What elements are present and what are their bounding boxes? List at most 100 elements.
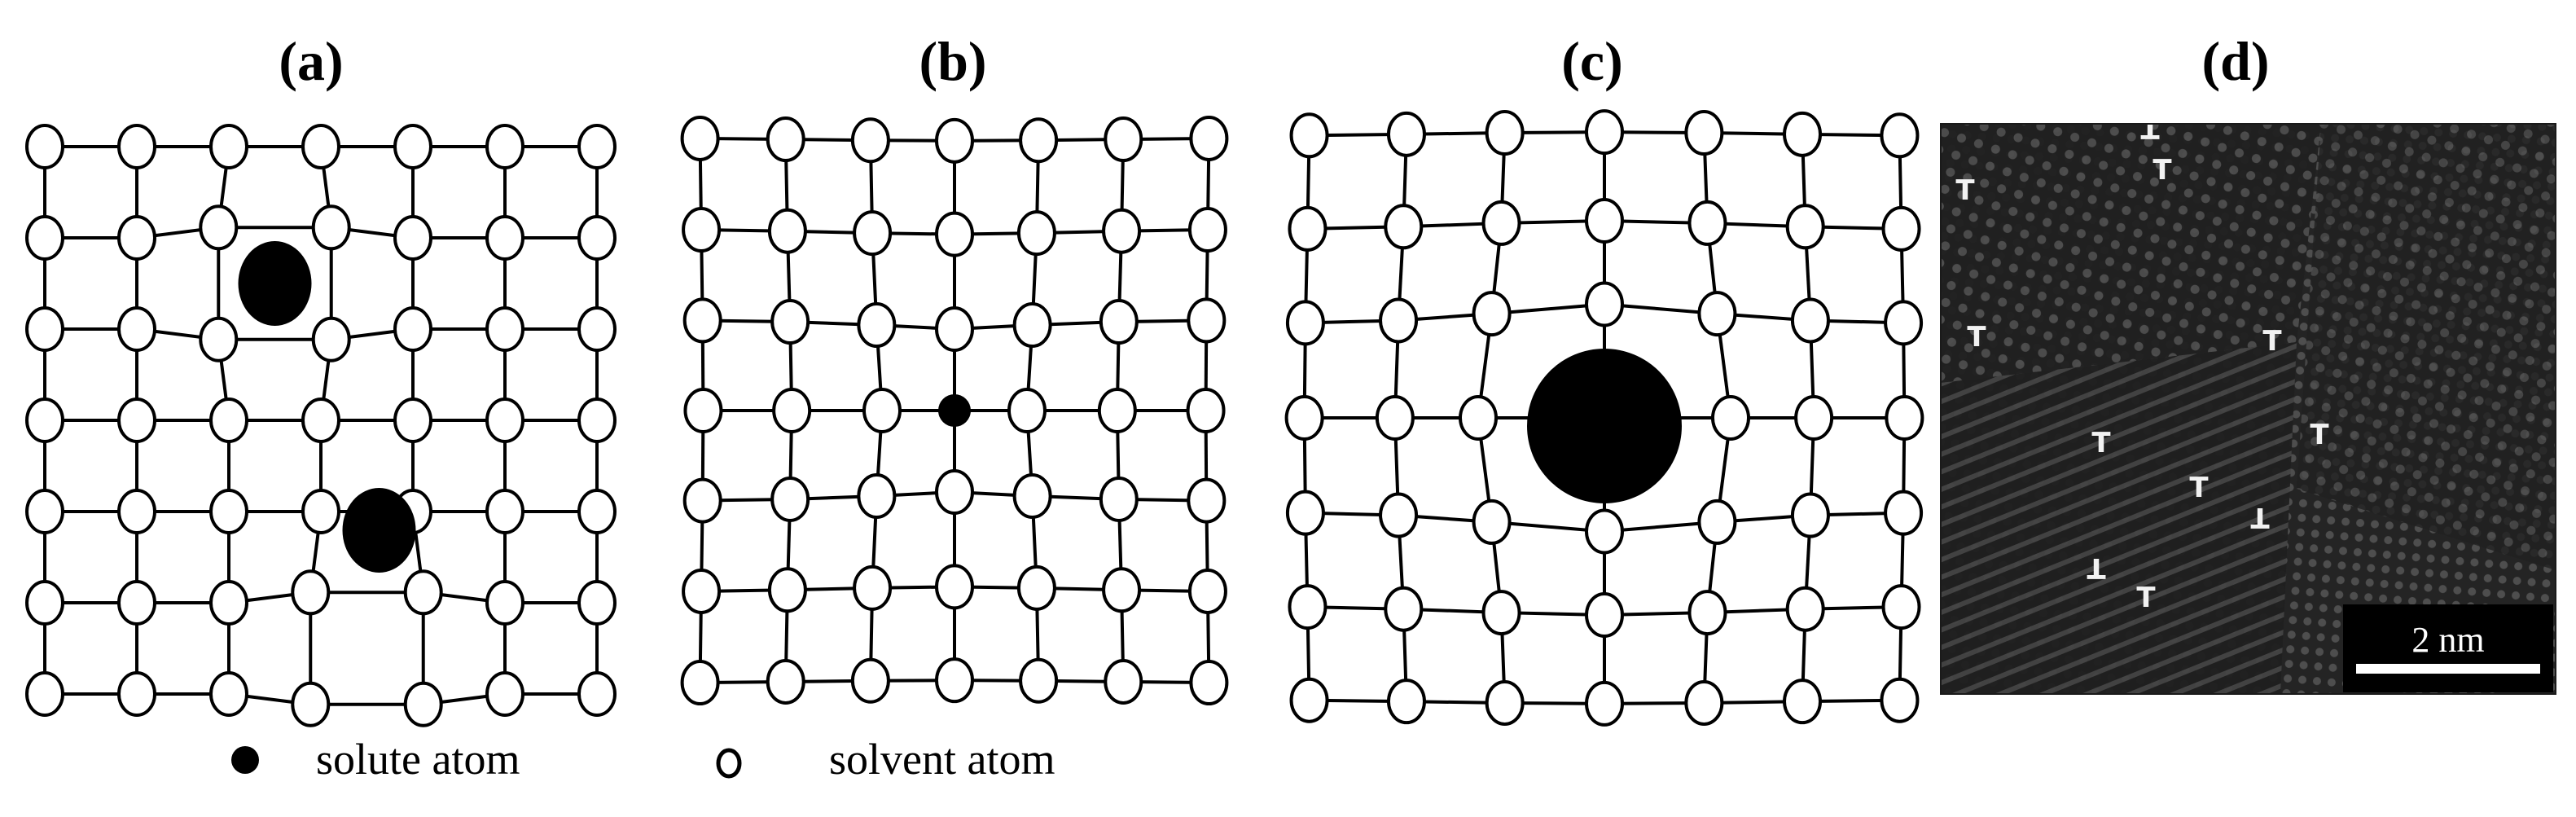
solvent-atom bbox=[577, 398, 617, 443]
solvent-atom bbox=[117, 124, 156, 169]
solvent-atom bbox=[1585, 109, 1624, 156]
solvent-atom bbox=[1375, 395, 1415, 441]
solvent-atom bbox=[1187, 477, 1227, 524]
solvent-atom bbox=[25, 306, 64, 352]
solvent-atom bbox=[1884, 300, 1924, 346]
solvent-atom bbox=[301, 489, 340, 534]
solvent-atom bbox=[25, 489, 64, 534]
solvent-atom bbox=[577, 580, 617, 626]
solute-atom bbox=[938, 394, 971, 427]
solvent-atom bbox=[1881, 205, 1921, 252]
solvent-atom bbox=[1187, 297, 1227, 344]
solvent-atom bbox=[850, 657, 890, 704]
solvent-atom bbox=[1585, 591, 1624, 638]
solvent-atom bbox=[857, 302, 897, 349]
dislocation-marker: T bbox=[1967, 321, 1986, 354]
solvent-atom bbox=[682, 207, 722, 253]
solvent-atom bbox=[1187, 207, 1227, 253]
solvent-atom bbox=[1012, 302, 1052, 349]
solvent-atom bbox=[1379, 492, 1419, 538]
solvent-atom bbox=[393, 124, 432, 169]
solvent-atom bbox=[209, 398, 248, 443]
solvent-atom bbox=[1485, 110, 1525, 156]
solvent-atom bbox=[1288, 584, 1327, 630]
solvent-atom bbox=[1880, 677, 1920, 723]
solvent-atom bbox=[1481, 590, 1521, 636]
solvent-atom bbox=[403, 569, 443, 616]
solvent-atom bbox=[1472, 499, 1512, 545]
solvent-atom bbox=[682, 297, 722, 344]
micrograph-grain-upper-left bbox=[1941, 124, 2321, 383]
solvent-atom bbox=[1097, 388, 1137, 433]
dislocation-marker: T bbox=[2140, 112, 2160, 144]
solvent-atom bbox=[117, 215, 156, 261]
scale-bar-box bbox=[2343, 604, 2553, 692]
panel-label-b: (b) bbox=[919, 30, 986, 92]
solvent-atom bbox=[577, 489, 617, 534]
solvent-atom bbox=[577, 215, 617, 261]
solvent-atom bbox=[393, 215, 432, 261]
solvent-atom bbox=[301, 124, 340, 169]
solvent-atom bbox=[209, 489, 248, 534]
lattice-panel-c-large-substitutional bbox=[1284, 109, 1924, 727]
solvent-atom bbox=[1102, 208, 1142, 254]
solvent-atom bbox=[393, 306, 432, 352]
solvent-atom bbox=[1790, 297, 1830, 344]
solvent-atom bbox=[1007, 388, 1047, 433]
solvent-atom bbox=[680, 660, 720, 706]
solvent-atom bbox=[25, 580, 64, 626]
solvent-atom bbox=[1012, 472, 1052, 519]
solvent-atom bbox=[209, 671, 248, 717]
panel-label-d: (d) bbox=[2201, 30, 2269, 92]
solvent-atom bbox=[117, 489, 156, 534]
solvent-atom bbox=[311, 316, 351, 362]
solvent-atom bbox=[1783, 679, 1823, 725]
dislocation-marker: T bbox=[2262, 325, 2282, 358]
solvent-atom bbox=[1794, 395, 1834, 441]
solvent-atom bbox=[1285, 300, 1325, 346]
atom-group bbox=[1284, 109, 1924, 727]
solvent-atom bbox=[291, 681, 331, 727]
scale-bar-label: 2 nm bbox=[2411, 620, 2484, 660]
solvent-atom bbox=[1711, 395, 1750, 441]
solvent-atom bbox=[935, 564, 974, 610]
solvent-atom bbox=[1386, 111, 1426, 157]
scale-bar-line bbox=[2356, 664, 2540, 674]
solvent-atom bbox=[1104, 658, 1143, 705]
solvent-atom bbox=[1379, 297, 1419, 344]
solvent-atom bbox=[209, 124, 248, 169]
solute-atom-legend-icon bbox=[231, 746, 259, 774]
solvent-atom bbox=[1019, 117, 1059, 164]
solvent-atom bbox=[209, 580, 248, 626]
solvent-atom bbox=[1485, 679, 1525, 726]
micrograph-grain-right bbox=[2297, 124, 2556, 570]
solvent-atom-legend-icon bbox=[716, 748, 742, 779]
dislocation-marker: T bbox=[1955, 174, 1975, 207]
solvent-atom bbox=[772, 388, 812, 433]
solvent-atom bbox=[117, 398, 156, 443]
solvent-atom bbox=[1585, 508, 1624, 555]
lattice-panel-a-interstitial bbox=[25, 124, 617, 727]
solvent-atom bbox=[25, 215, 64, 261]
solvent-atom bbox=[1189, 115, 1229, 161]
solvent-atom bbox=[682, 568, 722, 614]
solute-atom bbox=[342, 488, 416, 573]
solvent-atom bbox=[199, 316, 239, 362]
dislocation-marker: T bbox=[2091, 427, 2111, 459]
solvent-atom bbox=[1384, 204, 1424, 250]
dislocation-marker: T bbox=[2087, 551, 2106, 584]
solvent-atom bbox=[850, 117, 890, 164]
solvent-atom bbox=[1016, 210, 1056, 257]
solute-atom bbox=[238, 241, 312, 326]
solvent-atom bbox=[1472, 291, 1512, 337]
micrograph-grain-lower-left bbox=[1941, 342, 2297, 694]
solvent-atom bbox=[577, 124, 617, 169]
solvent-atom bbox=[199, 204, 239, 251]
legend-solvent-label: solvent atom bbox=[829, 735, 1055, 784]
solvent-atom bbox=[853, 210, 893, 257]
solvent-atom bbox=[1785, 204, 1825, 250]
solvent-atom bbox=[1687, 590, 1727, 636]
